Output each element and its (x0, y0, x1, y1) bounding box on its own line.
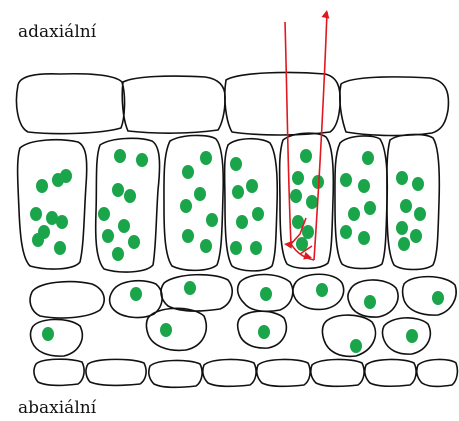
chloroplast (200, 239, 212, 253)
chloroplast (184, 281, 196, 295)
chloroplast (396, 221, 408, 235)
chloroplast (296, 237, 308, 251)
chloroplast (362, 151, 374, 165)
chloroplast (236, 215, 248, 229)
chloroplast (56, 215, 68, 229)
spongy-layer (30, 274, 456, 356)
chloroplast (398, 237, 410, 251)
chloroplast (182, 229, 194, 243)
incident-ray (285, 22, 291, 244)
chloroplast (136, 153, 148, 167)
chloroplast (206, 213, 218, 227)
chloroplast (340, 225, 352, 239)
chloroplast (432, 291, 444, 305)
palisade-cell (387, 134, 439, 269)
chloroplast (160, 323, 172, 337)
chloroplast (42, 327, 54, 341)
chloroplast (54, 241, 66, 255)
chloroplast (414, 207, 426, 221)
epidermis-cell (340, 77, 449, 136)
chloroplast (364, 201, 376, 215)
epidermis-cell (16, 74, 124, 134)
chloroplast (36, 179, 48, 193)
lower-epidermis-cell (365, 359, 416, 386)
palisade-cell (335, 136, 387, 269)
upper-epidermis (16, 72, 448, 135)
chloroplast (350, 339, 362, 353)
chloroplast (60, 169, 72, 183)
chloroplast (114, 149, 126, 163)
chloroplast (340, 173, 352, 187)
epidermis-cell (122, 76, 225, 133)
lower-epidermis-cell (34, 359, 84, 385)
chloroplast (246, 179, 258, 193)
chloroplast (316, 283, 328, 297)
chloroplast (130, 287, 142, 301)
chloroplast (180, 199, 192, 213)
lower-epidermis-cell (203, 359, 256, 386)
chloroplast (396, 171, 408, 185)
chloroplast (232, 185, 244, 199)
reflection-arrowhead (284, 241, 292, 249)
chloroplast (348, 207, 360, 221)
chloroplast (410, 229, 422, 243)
outgoing-ray-arrowhead (322, 10, 330, 19)
spongy-cell (31, 319, 83, 356)
lower-epidermis (34, 359, 457, 387)
chloroplast (412, 177, 424, 191)
spongy-cell (161, 275, 232, 311)
chloroplast (230, 241, 242, 255)
spongy-cell (323, 315, 376, 356)
chloroplast (292, 171, 304, 185)
lower-epidermis-cell (257, 359, 310, 386)
lower-epidermis-cell (417, 359, 458, 386)
chloroplast (200, 151, 212, 165)
chloroplast (32, 233, 44, 247)
chloroplast (112, 183, 124, 197)
chloroplast (260, 287, 272, 301)
chloroplast (98, 207, 110, 221)
chloroplast (358, 179, 370, 193)
chloroplast (230, 157, 242, 171)
lower-epidermis-cell (311, 359, 364, 386)
chloroplast (300, 149, 312, 163)
palisade-cell (164, 135, 223, 270)
chloroplast (118, 219, 130, 233)
chloroplast (406, 329, 418, 343)
chloroplast (250, 241, 262, 255)
palisade-layer (18, 133, 440, 272)
chloroplast (364, 295, 376, 309)
spongy-cell (30, 282, 104, 318)
chloroplast (102, 229, 114, 243)
palisade-cell (18, 140, 87, 269)
lower-epidermis-cell (86, 359, 146, 385)
chloroplast (358, 231, 370, 245)
palisade-cell (96, 138, 160, 272)
chloroplast (124, 189, 136, 203)
chloroplast (302, 225, 314, 239)
chloroplast (112, 247, 124, 261)
chloroplast (128, 235, 140, 249)
chloroplast (30, 207, 42, 221)
chloroplast (400, 199, 412, 213)
chloroplast (306, 195, 318, 209)
chloroplast (182, 165, 194, 179)
chloroplast (194, 187, 206, 201)
chloroplast (290, 189, 302, 203)
chloroplast (258, 325, 270, 339)
spongy-cell (403, 277, 457, 316)
spongy-cell (147, 308, 207, 350)
chloroplasts (30, 149, 444, 353)
chloroplast (252, 207, 264, 221)
lower-epidermis-cell (149, 360, 202, 387)
